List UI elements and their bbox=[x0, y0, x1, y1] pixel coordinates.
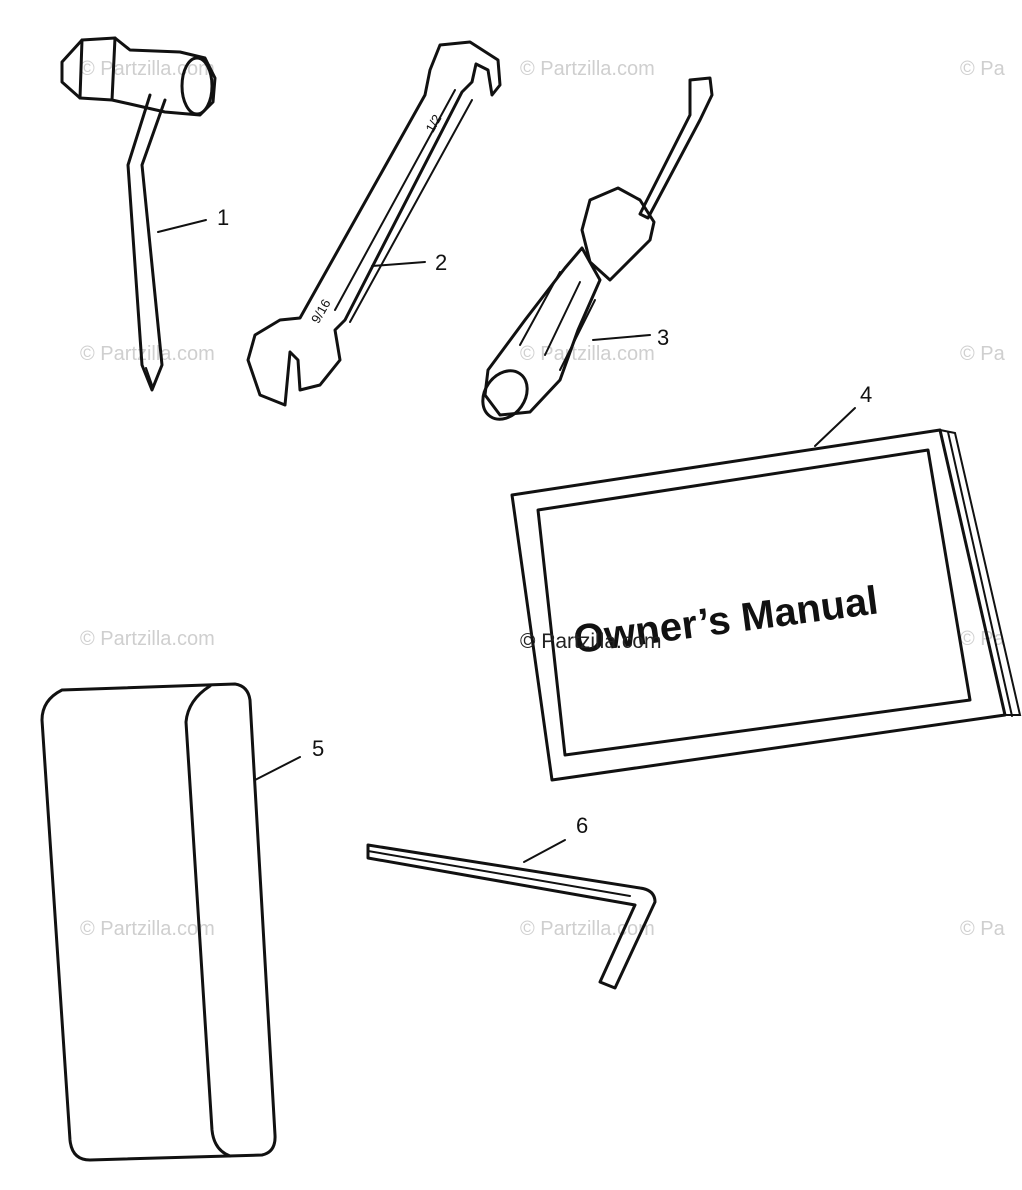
watermark: © Partzilla.com bbox=[520, 343, 655, 365]
watermark: © Pa bbox=[960, 343, 1006, 365]
callout-3: 3 bbox=[657, 325, 669, 350]
watermarks: © Partzilla.com © Partzilla.com © Pa © P… bbox=[80, 58, 1006, 940]
watermark: © Partzilla.com bbox=[80, 918, 215, 940]
callouts: 1 2 3 4 5 6 bbox=[217, 205, 872, 838]
watermark: © Partzilla.com bbox=[80, 343, 215, 365]
watermark: © Partzilla.com bbox=[80, 58, 215, 80]
callout-5: 5 bbox=[312, 736, 324, 761]
part-open-end-wrench: 1/2 9/16 bbox=[246, 40, 502, 407]
part-owners-manual: Owner’s Manual © Partzilla.com bbox=[510, 428, 1022, 782]
callout-2: 2 bbox=[435, 250, 447, 275]
watermark: © Partzilla.com bbox=[520, 58, 655, 80]
wrench-size-mark-bottom: 9/16 bbox=[308, 297, 334, 326]
callout-6: 6 bbox=[576, 813, 588, 838]
watermark: © Partzilla.com bbox=[80, 628, 215, 650]
part-tool-pouch bbox=[40, 682, 277, 1162]
watermark: © Pa bbox=[960, 628, 1006, 650]
leader-lines bbox=[157, 219, 856, 863]
watermark: © Partzilla.com bbox=[520, 918, 655, 940]
callout-1: 1 bbox=[217, 205, 229, 230]
part-hex-key bbox=[366, 843, 657, 990]
callout-4: 4 bbox=[860, 382, 872, 407]
watermark-center: © Partzilla.com bbox=[520, 630, 662, 653]
part-screwdriver bbox=[481, 76, 714, 421]
watermark: © Pa bbox=[960, 58, 1006, 80]
watermark: © Pa bbox=[960, 918, 1006, 940]
part-socket-wrench bbox=[60, 36, 217, 392]
